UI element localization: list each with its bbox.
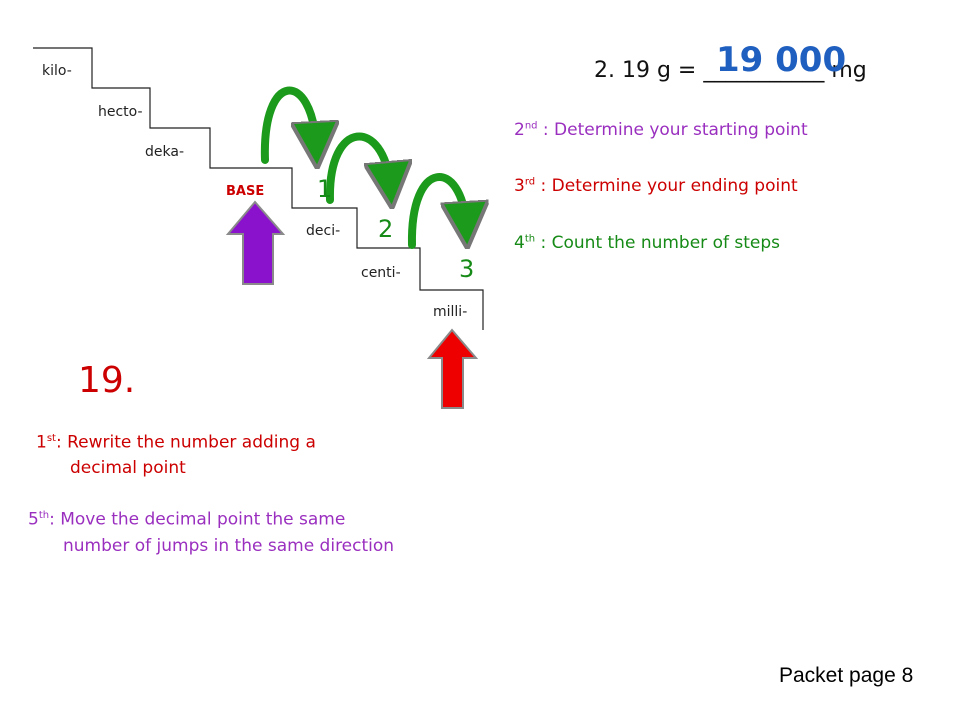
instruction-step-4: 4th : Count the number of steps — [514, 233, 780, 253]
big-number: 19. — [78, 360, 136, 401]
instruction-step-1: 1st: Rewrite the number adding a decimal… — [36, 432, 316, 478]
problem-unit: mg — [824, 58, 867, 83]
answer-value: 19 000 — [716, 40, 847, 80]
prefix-centi: centi- — [361, 265, 401, 281]
prefix-deci: deci- — [306, 223, 341, 239]
base-up-arrow-icon — [225, 200, 286, 285]
problem-prefix: 2. 19 g = — [594, 58, 704, 83]
jump-arrow-2-icon — [325, 132, 390, 200]
instruction-step-2: 2nd : Determine your starting point — [514, 120, 808, 140]
prefix-milli: milli- — [433, 304, 468, 320]
prefix-deka: deka- — [145, 144, 184, 160]
prefix-base: BASE — [226, 184, 265, 199]
jump-arrow-1-icon — [260, 86, 316, 160]
instruction-step-3: 3rd : Determine your ending point — [514, 176, 798, 196]
jump-number-1: 1 — [317, 175, 333, 203]
milli-up-arrow-icon — [426, 328, 479, 409]
prefix-hecto: hecto- — [98, 104, 143, 120]
jump-arrow-3-icon — [407, 173, 466, 245]
answer-blank: ___________ — [703, 58, 825, 83]
instruction-step-5: 5th: Move the decimal point the same num… — [28, 509, 395, 556]
problem-statement: 2. 19 g = ___________ mg — [594, 58, 867, 83]
jump-number-3: 3 — [459, 255, 475, 283]
jump-number-2: 2 — [378, 215, 394, 243]
prefix-kilo: kilo- — [42, 63, 72, 79]
page-reference: Packet page 8 — [779, 664, 914, 687]
